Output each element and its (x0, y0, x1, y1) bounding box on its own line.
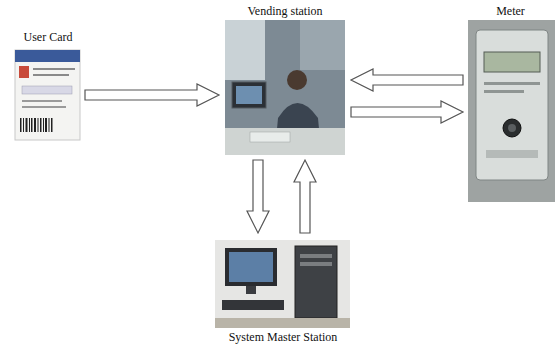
card-field (22, 86, 72, 94)
screen (236, 86, 262, 104)
barcode (20, 118, 53, 132)
meter-housing (468, 20, 555, 202)
window-light (225, 20, 265, 80)
meter-photo (468, 20, 555, 202)
card-header (15, 50, 80, 62)
card-logo (19, 66, 29, 78)
person-head (287, 70, 307, 90)
desk (215, 318, 350, 328)
photo-ground (215, 240, 350, 328)
monitor-stand (246, 286, 256, 294)
node-label: Meter (494, 4, 527, 18)
photo-ground (225, 20, 345, 155)
node-label: User Card (22, 30, 75, 44)
drive-bay (300, 254, 332, 258)
block-arrow (294, 160, 316, 233)
keyboard (250, 132, 290, 142)
card-line (33, 74, 69, 76)
meter-button (503, 119, 521, 137)
computer-tower (295, 246, 337, 318)
meter-face (476, 30, 548, 180)
block-arrow (85, 84, 219, 106)
meter-lcd (484, 52, 540, 72)
user-card-photo (15, 50, 80, 140)
master-station-photo (215, 240, 350, 328)
desk (225, 128, 345, 155)
station-node: System Master Station (212, 236, 354, 344)
block-arrow (351, 69, 463, 91)
monitor (232, 82, 266, 108)
card-node: User Card (14, 30, 82, 142)
screen (229, 252, 273, 282)
card-line (22, 106, 66, 108)
card-body (15, 50, 80, 140)
card-line (22, 100, 62, 102)
meter-line (484, 90, 524, 93)
node-label: System Master Station (227, 330, 340, 344)
wall (300, 20, 345, 70)
monitor (225, 248, 277, 286)
node-label: Vending station (246, 4, 325, 18)
card-line (33, 68, 75, 70)
drive-bay (300, 262, 332, 266)
block-arrow (351, 101, 463, 123)
vending-station-photo (225, 20, 345, 155)
block-arrow (247, 160, 269, 233)
meter-plate (486, 150, 538, 158)
meter-button-center (508, 124, 516, 132)
keyboard (222, 300, 284, 310)
station-node: Vending station (222, 4, 348, 157)
meter-node: Meter (466, 4, 555, 204)
meter-line (484, 82, 540, 85)
